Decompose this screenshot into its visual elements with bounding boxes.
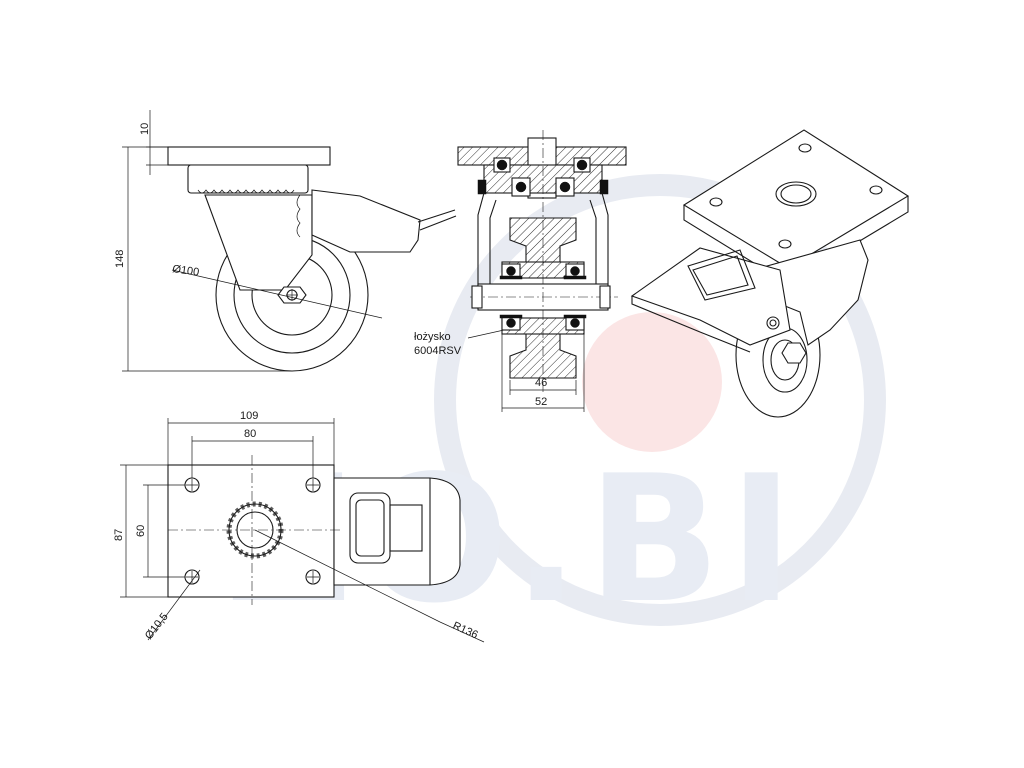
top-hole-x-dim-label: 80 (244, 428, 256, 440)
side-plate-dim-label: 10 (139, 123, 151, 135)
iso-brake-pedal (687, 249, 756, 301)
side-brake-pedal (417, 209, 457, 231)
top-hole-y-dim-label: 60 (135, 525, 147, 537)
side-brake-hood (311, 189, 421, 253)
section-outer-dim-label: 52 (535, 396, 547, 408)
top-hole-dia-label: Ø10,5 (143, 611, 171, 642)
side-weld-bead (197, 189, 295, 194)
side-wheel-dia-label: Ø100 (172, 263, 200, 279)
watermark-ring (434, 174, 886, 626)
iso-pivot-bolt (766, 316, 780, 330)
side-fork-weld (296, 194, 301, 238)
side-top-plate (167, 146, 331, 166)
top-brake-housing (333, 477, 461, 586)
section-inner-dim-label: 46 (535, 377, 547, 389)
top-bolt-hole (305, 569, 321, 585)
top-length-dim-label: 109 (240, 410, 258, 422)
section-bearing-label-1: łożysko (414, 331, 451, 343)
top-hole-dia-leader (147, 569, 201, 641)
isometric-view (630, 129, 910, 418)
section-bearing-label-2: 6004RSV (414, 345, 462, 357)
top-width-dim-label: 87 (113, 529, 125, 541)
side-wheel-dia-leader (171, 269, 383, 319)
side-swivel-housing (187, 164, 309, 194)
side-fork (204, 194, 313, 291)
watermark-accent-circle (582, 312, 722, 452)
top-swivel-radius-leader (254, 529, 441, 623)
section-view: łożysko 6004RSV 46 52 (414, 130, 627, 412)
section-bearing-leader (467, 329, 505, 339)
top-view: 109 80 87 60 Ø10,5 R136 (113, 410, 485, 643)
side-view: Ø100 148 10 (114, 110, 457, 372)
side-height-dim-label: 148 (114, 250, 126, 268)
iso-center-hole (775, 181, 817, 207)
iso-bolt-hole (798, 143, 812, 153)
iso-top-plate (682, 129, 910, 269)
iso-axle-nut (781, 342, 807, 364)
iso-brake-hood (630, 247, 791, 346)
